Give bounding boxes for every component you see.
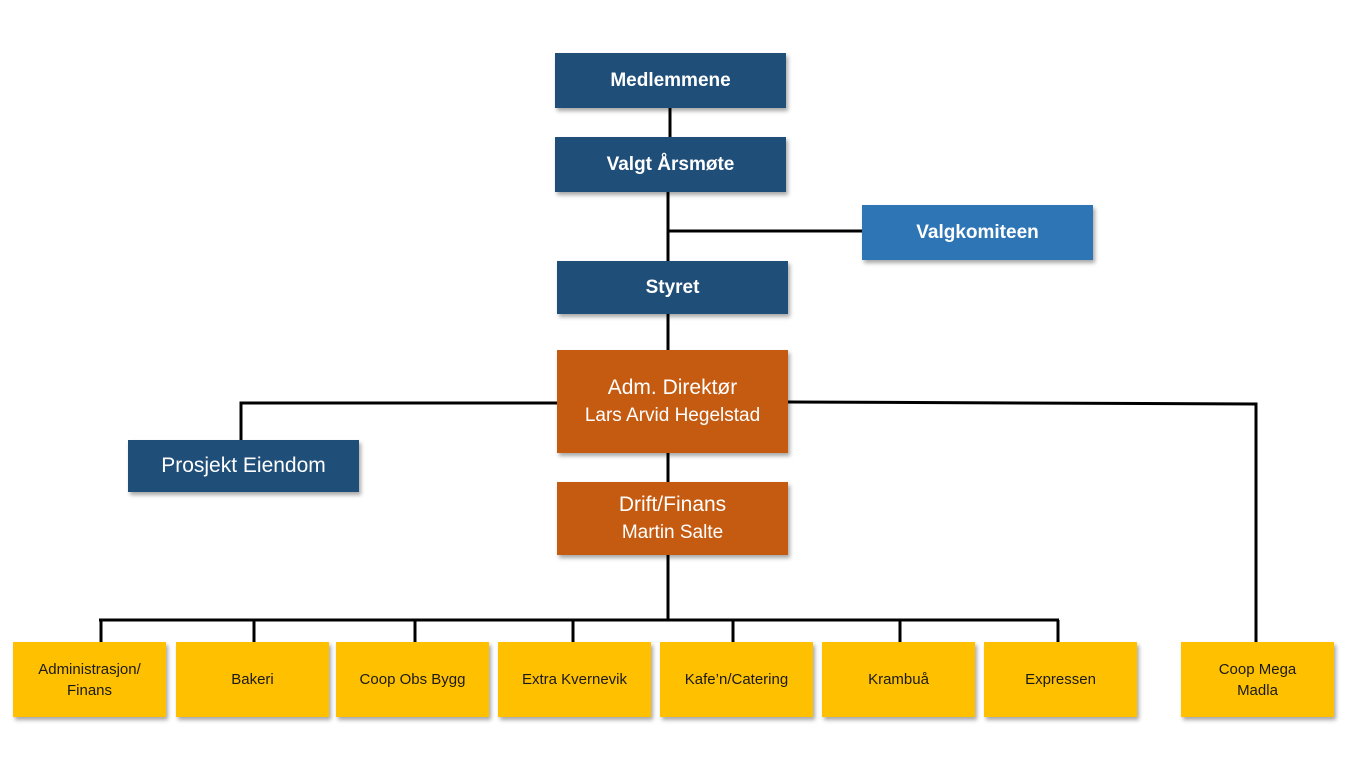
arsmote-label: Valgt Årsmøte [606,153,735,175]
adm-direktor-name: Lars Arvid Hegelstad [584,405,761,426]
coop-mega-madla-box: Coop Mega Madla [1181,642,1334,717]
unit-box-obs-bygg: Coop Obs Bygg [336,642,489,717]
unit-box-krambua: Krambuå [822,642,975,717]
unit-bakeri-label: Bakeri [231,671,274,688]
adm-direktor-title: Adm. Direktør [607,376,738,399]
valgkomiteen-box: Valgkomiteen [862,205,1093,260]
coop-mega-line2: Madla [1237,681,1278,699]
medlemmene-box: Medlemmene [555,53,786,108]
unit-box-extra: Extra Kvernevik [498,642,651,717]
drift-finans-name: Martin Salte [621,522,724,543]
prosjekt-eiendom-label: Prosjekt Eiendom [161,454,326,477]
unit-box-kafe: Kafe’n/Catering [660,642,813,717]
medlemmene-label: Medlemmene [610,69,731,91]
unit-obs-bygg-label: Coop Obs Bygg [359,671,466,688]
unit-expressen-label: Expressen [1025,671,1096,688]
drift-finans-box: Drift/Finans Martin Salte [557,482,788,555]
valgkomiteen-label: Valgkomiteen [916,221,1039,243]
unit-box-expressen: Expressen [984,642,1137,717]
unit-admin-line1: Administrasjon/ [38,660,141,678]
unit-admin-line2: Finans [66,681,113,699]
prosjekt-eiendom-box: Prosjekt Eiendom [128,440,359,492]
unit-extra-label: Extra Kvernevik [521,671,628,688]
connector-adm-prosjekt [239,401,557,440]
connector-adm-mega [787,400,1258,642]
drift-finans-title: Drift/Finans [618,493,727,516]
styret-label: Styret [645,276,700,298]
coop-mega-line1: Coop Mega [1218,660,1297,678]
unit-box-admin: Administrasjon/ Finans [13,642,166,717]
styret-box: Styret [557,261,788,314]
unit-box-bakeri: Bakeri [176,642,329,717]
unit-kafe-label: Kafe’n/Catering [684,671,789,688]
adm-direktor-box: Adm. Direktør Lars Arvid Hegelstad [557,350,788,453]
unit-krambua-label: Krambuå [868,671,929,688]
arsmote-box: Valgt Årsmøte [555,137,786,192]
